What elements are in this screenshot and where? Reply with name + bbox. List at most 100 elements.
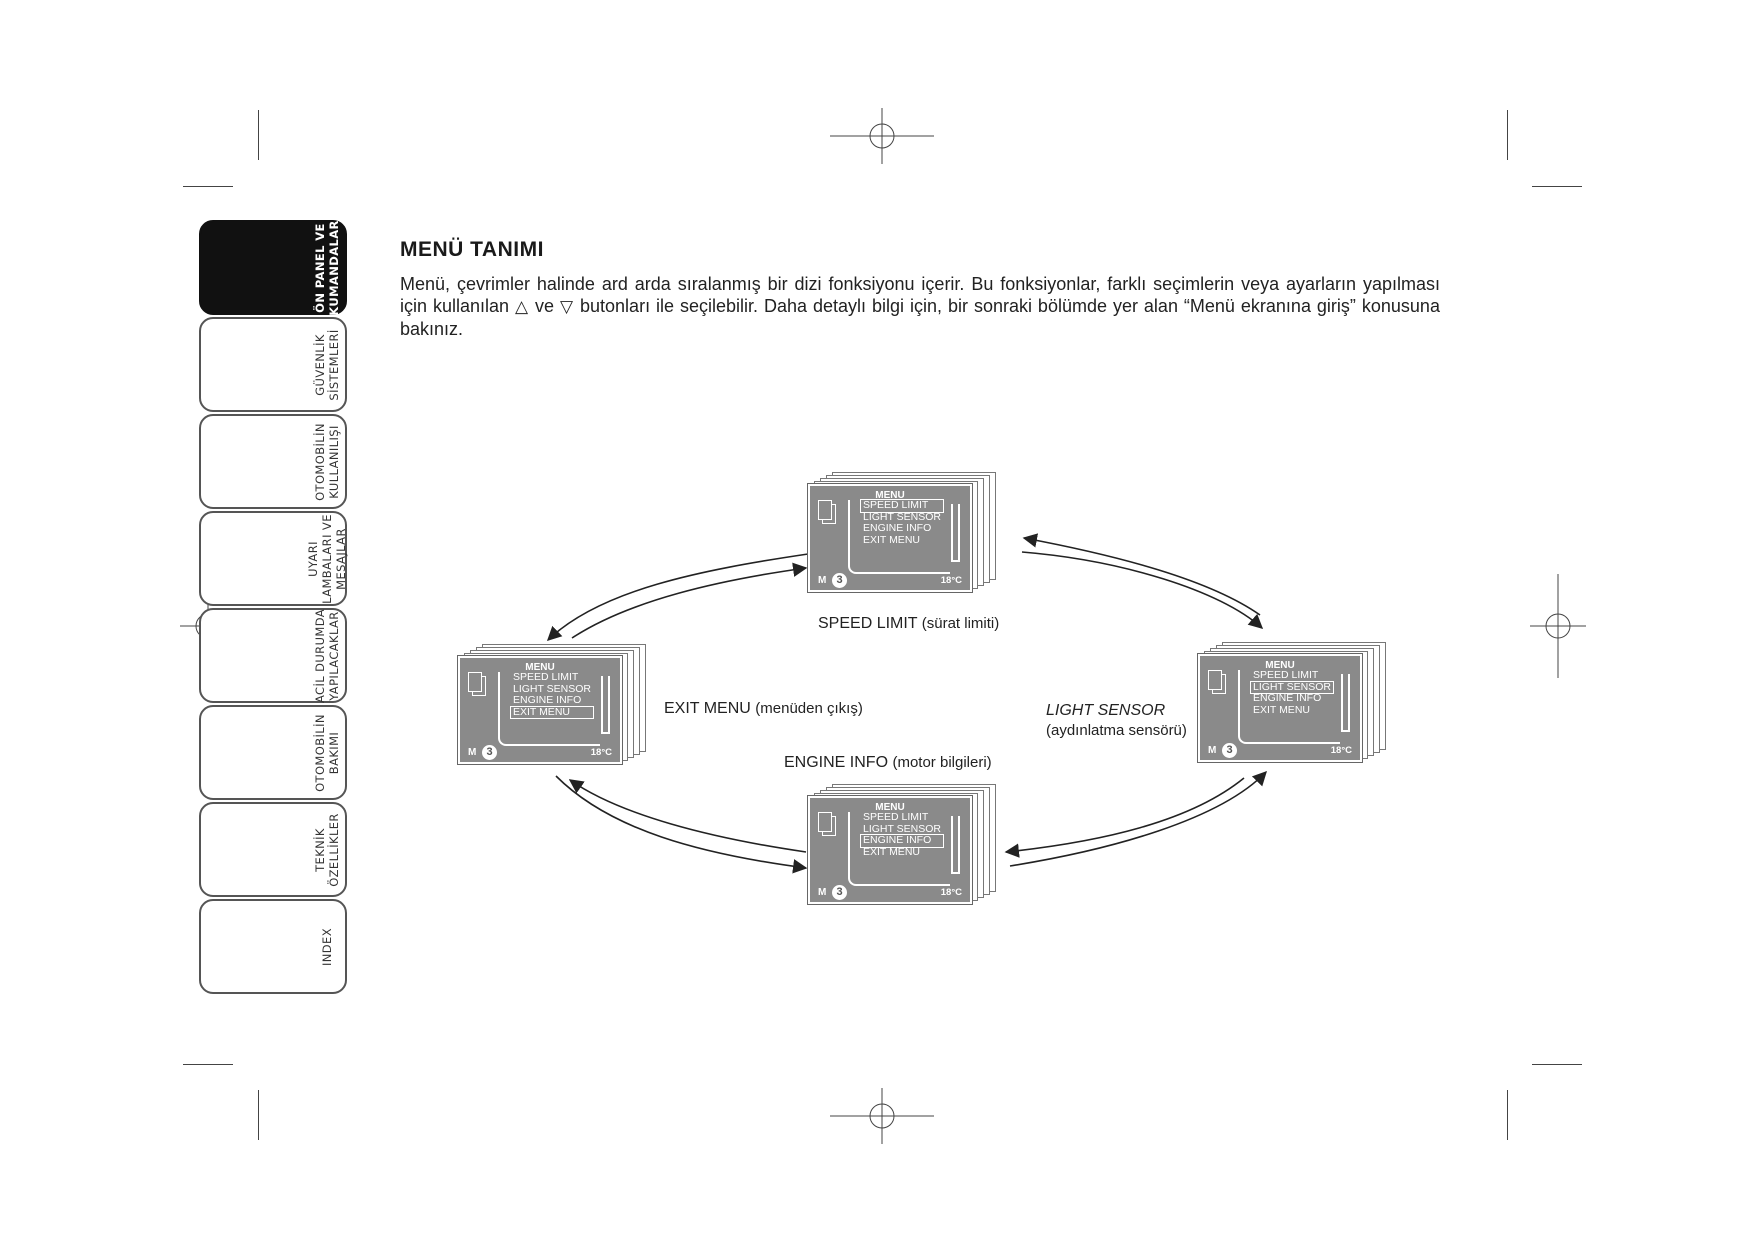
menu-item-speed-limit: SPEED LIMIT [513,671,579,683]
display-frame [848,812,950,886]
temperature: 18°C [940,887,962,898]
arrow [1009,770,1267,867]
menu-items: SPEED LIMIT LIGHT SENSOR ENGINE INFO EXI… [1250,669,1334,716]
para-text: butonları ile seçilebilir. Daha detaylı … [400,296,1440,339]
registration-mark [830,1088,934,1144]
screen-speed-limit: MENU SPEED LIMIT LIGHT SENSOR ENGINE INF… [807,472,996,599]
crop-mark [183,1064,233,1065]
menu-item-exit-menu: EXIT MENU [863,845,920,858]
tab-kullanilisi[interactable]: OTOMOBİLİN KULLANILIŞI [199,414,347,509]
tab-label: ACİL DURUMDA YAPILACAKLAR [313,608,341,703]
crop-mark [258,1090,259,1140]
crop-mark [1532,186,1582,187]
document-icon [1208,670,1222,690]
crop-mark [183,186,233,187]
menu-title: MENU [1265,660,1295,671]
document-icon [468,672,482,692]
m-label: M [468,747,477,758]
level-bar [1341,674,1350,732]
level-bar [951,504,960,562]
menu-item-exit-menu: EXIT MENU [863,533,920,546]
m-label: M [1208,745,1217,756]
section-paragraph: Menü, çevrimler halinde ard arda sıralan… [400,273,1440,340]
tab-label: GÜVENLİK SİSTEMLERİ [313,328,341,401]
crop-mark [1507,1090,1508,1140]
temperature: 18°C [590,747,612,758]
arrow [1021,551,1264,629]
menu-items: SPEED LIMIT LIGHT SENSOR ENGINE INFO EXI… [510,671,594,719]
lcd-display: MENU SPEED LIMIT LIGHT SENSOR ENGINE INF… [457,655,623,765]
tab-label: OTOMOBİLİN BAKIMI [313,713,341,792]
temperature: 18°C [940,575,962,586]
label-speed-limit: SPEED LIMIT (sürat limiti) [818,615,999,633]
tab-label: INDEX [320,927,334,966]
tab-label: TEKNİK ÖZELLİKLER [313,812,341,887]
tab-teknik[interactable]: TEKNİK ÖZELLİKLER [199,802,347,897]
lcd-display: MENU SPEED LIMIT LIGHT SENSOR ENGINE INF… [807,795,973,905]
menu-item-light-sensor: LIGHT SENSOR [1250,680,1334,694]
m-label: M [818,887,827,898]
menu-item-exit-menu: EXIT MENU [1253,703,1310,716]
menu-title: MENU [525,662,555,673]
menu-item-engine-info: ENGINE INFO [860,834,944,848]
label-main: LIGHT SENSOR [1046,702,1166,719]
arrow [568,779,807,853]
menu-item-engine-info: ENGINE INFO [1253,692,1322,704]
menu-item-engine-info: ENGINE INFO [513,694,582,706]
tab-bakimi[interactable]: OTOMOBİLİN BAKIMI [199,705,347,800]
crop-mark [1532,1064,1582,1065]
label-sub: (motor bilgileri) [892,754,992,771]
tab-on-panel[interactable]: ÖN PANEL VE KUMANDALAR [199,220,347,315]
m-number: 3 [832,573,847,588]
display-frame [1238,670,1340,744]
m-label: M [818,575,827,586]
menu-item-exit-menu: EXIT MENU [510,705,594,719]
lcd-display: MENU SPEED LIMIT LIGHT SENSOR ENGINE INF… [807,483,973,593]
para-text: ve [535,296,555,316]
arrow [555,775,808,874]
tab-acil[interactable]: ACİL DURUMDA YAPILACAKLAR [199,608,347,703]
level-bar [601,676,610,734]
display-frame [498,672,600,746]
arrow [571,562,808,639]
label-exit-menu: EXIT MENU (menüden çıkış) [664,700,863,718]
screen-light-sensor: MENU SPEED LIMIT LIGHT SENSOR ENGINE INF… [1197,642,1386,769]
section-title: MENÜ TANIMI [400,238,544,261]
arrow [1022,533,1261,616]
menu-item-light-sensor: LIGHT SENSOR [863,822,941,835]
crop-mark [1507,110,1508,160]
menu-item-speed-limit: SPEED LIMIT [863,811,929,823]
menu-item-engine-info: ENGINE INFO [863,522,932,534]
level-bar [951,816,960,874]
display-frame [848,500,950,574]
label-engine-info: ENGINE INFO (motor bilgileri) [784,754,992,772]
down-triangle-icon: ▽ [560,297,575,316]
document-icon [818,500,832,520]
label-sub: (sürat limiti) [921,615,1000,632]
tab-label: OTOMOBİLİN KULLANILIŞI [313,422,341,501]
para-text: Menü, çevrimler halinde ard arda sıralan… [400,274,1440,316]
label-main: EXIT MENU [664,700,751,717]
tab-label: UYARI LAMBALARI VE MESAJLAR [306,513,348,604]
m-number: 3 [482,745,497,760]
menu-item-speed-limit: SPEED LIMIT [1253,669,1319,681]
menu-title: MENU [875,490,905,501]
menu-title: MENU [875,802,905,813]
label-sub: (menüden çıkış) [755,700,863,717]
menu-item-light-sensor: LIGHT SENSOR [863,510,941,523]
registration-mark [1530,574,1586,678]
menu-item-light-sensor: LIGHT SENSOR [513,682,591,695]
m-number: 3 [1222,743,1237,758]
temperature: 18°C [1330,745,1352,756]
registration-mark [830,108,934,164]
menu-items: SPEED LIMIT LIGHT SENSOR ENGINE INFO EXI… [860,499,944,546]
arrow [546,553,809,641]
tab-uyari[interactable]: UYARI LAMBALARI VE MESAJLAR [199,511,348,606]
screen-engine-info: MENU SPEED LIMIT LIGHT SENSOR ENGINE INF… [807,784,996,911]
crop-mark [258,110,259,160]
label-main: SPEED LIMIT [818,615,918,632]
tab-index[interactable]: INDEX [199,899,347,994]
label-main: ENGINE INFO [784,754,889,771]
label-light-sensor: LIGHT SENSOR (aydınlatma sensörü) [1046,702,1187,739]
tab-guvenlik[interactable]: GÜVENLİK SİSTEMLERİ [199,317,347,412]
